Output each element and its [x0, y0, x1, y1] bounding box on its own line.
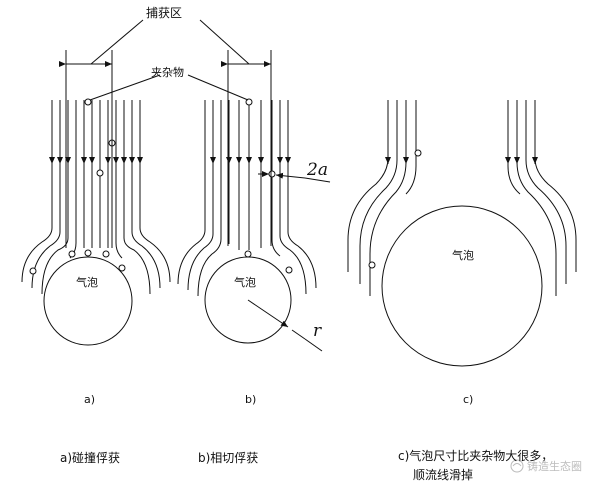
inclusion-callouts: [89, 74, 249, 101]
radius-label: r: [313, 321, 322, 341]
bubble-c: [381, 205, 543, 367]
panel-b-flow-arrows: [210, 150, 291, 164]
bubble-a: [43, 256, 133, 346]
watermark-icon: [510, 459, 524, 473]
panel-a-streamlines: [21, 100, 171, 295]
panel-a-flow-arrows: [49, 150, 143, 164]
caption-c-line1: c)气泡尺寸比夹杂物大很多，: [398, 449, 554, 463]
panel-b-streamlines: [177, 100, 317, 297]
bubble-b-label: 气泡: [234, 276, 256, 289]
panel-c-flow-arrows: [385, 150, 538, 164]
panel-c-tag: c): [463, 393, 474, 406]
two-a-label: 2a: [307, 160, 328, 180]
inclusion-label: 夹杂物: [151, 66, 184, 79]
bubble-c-label: 气泡: [452, 249, 474, 262]
caption-c-line2: 顺流线滑掉: [413, 468, 474, 482]
capture-zone-label: 捕获区: [146, 6, 183, 20]
two-a-dimension: [258, 171, 331, 183]
caption-b: b)相切俘获: [198, 451, 259, 465]
panel-a-inclusions: [29, 98, 126, 275]
panel-b-tag: b): [245, 393, 257, 406]
capture-zone-callouts: [59, 19, 272, 248]
radius-dimension: [247, 299, 323, 352]
panel-a-tag: a): [84, 393, 96, 406]
bubble-a-label: 气泡: [76, 276, 98, 289]
panel-c-inclusions: [368, 149, 422, 269]
panel-c-streamlines: [347, 100, 577, 296]
watermark-text: 铸造生态圈: [527, 460, 582, 473]
caption-a: a)碰撞俘获: [60, 451, 121, 465]
